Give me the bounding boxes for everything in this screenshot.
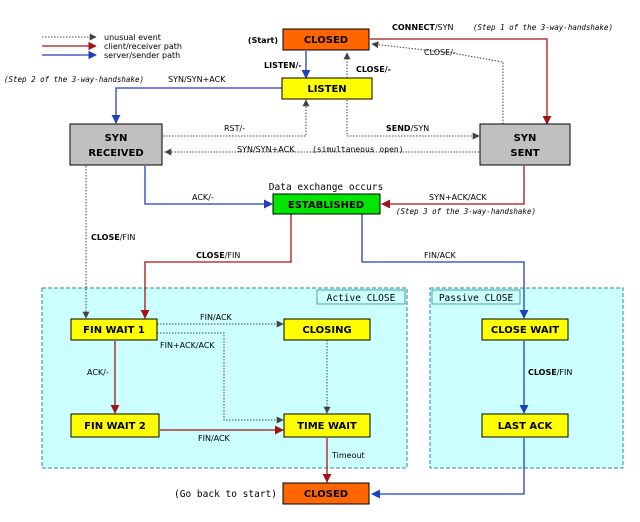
state-closing: CLOSING xyxy=(283,318,371,341)
note-step2: (Step 2 of the 3-way-handshake) xyxy=(4,75,144,84)
legend-client: client/receiver path xyxy=(104,42,182,51)
label-syn-synack-sim: SYN/SYN+ACK xyxy=(237,145,295,154)
svg-text:TIME WAIT: TIME WAIT xyxy=(297,421,357,432)
note-simultaneous: (simultaneous open) xyxy=(312,145,404,154)
passive-close-label: Passive CLOSE xyxy=(439,293,514,304)
state-syn-sent: SYN SENT xyxy=(479,123,571,166)
svg-text:FIN WAIT 2: FIN WAIT 2 xyxy=(84,421,146,432)
state-syn-received: SYN RECEIVED xyxy=(69,123,163,166)
state-time-wait: TIME WAIT xyxy=(283,413,371,438)
arrow-synsent-closed xyxy=(371,41,504,124)
svg-text:SYN: SYN xyxy=(105,133,128,144)
svg-text:SYN: SYN xyxy=(514,133,537,144)
label-ack-dash: ACK/- xyxy=(192,193,214,202)
active-close-label: Active CLOSE xyxy=(327,293,396,304)
svg-text:CLOSING: CLOSING xyxy=(302,325,351,336)
arrow-established-finwait1 xyxy=(140,214,292,319)
svg-text:CLOSE WAIT: CLOSE WAIT xyxy=(491,325,559,336)
state-listen: LISTEN xyxy=(281,77,373,100)
arrow-finwait1-timewait xyxy=(157,332,284,424)
note-start: (Start) xyxy=(248,36,278,45)
state-closed-bottom: CLOSED xyxy=(282,482,370,505)
svg-text:FIN WAIT 1: FIN WAIT 1 xyxy=(83,325,145,336)
label-send-syn: SEND/SYN xyxy=(386,124,429,133)
label-listen: LISTEN/- xyxy=(264,61,302,70)
svg-text:LAST ACK: LAST ACK xyxy=(498,421,554,432)
label-synack-ack: SYN+ACK/ACK xyxy=(429,193,487,202)
state-closed-top: CLOSED xyxy=(282,28,370,51)
note-data-exchange: Data exchange occurs xyxy=(269,182,383,193)
passive-close-region: Passive CLOSE xyxy=(429,287,624,469)
legend-unusual: unusual event xyxy=(104,33,161,42)
svg-text:CLOSED: CLOSED xyxy=(304,489,348,500)
label-ack-dash-fw: ACK/- xyxy=(87,368,109,377)
note-step1: (Step 1 of the 3-way-handshake) xyxy=(473,23,613,32)
label-close-fin-right: CLOSE/FIN xyxy=(528,368,572,377)
note-step3: (Step 3 of the 3-way-handshake) xyxy=(396,207,536,216)
svg-text:RECEIVED: RECEIVED xyxy=(88,148,143,159)
legend: unusual event client/receiver path serve… xyxy=(42,33,182,60)
arrow-listen-synrcvd xyxy=(111,87,282,124)
svg-text:CLOSED: CLOSED xyxy=(304,35,348,46)
label-syn-synack: SYN/SYN+ACK xyxy=(168,75,226,84)
state-last-ack: LAST ACK xyxy=(481,413,569,438)
arrow-synrcvd-established xyxy=(144,166,273,209)
svg-text:LISTEN: LISTEN xyxy=(307,84,346,95)
note-go-back: (Go back to start) xyxy=(174,489,277,500)
arrow-synsent-established xyxy=(381,166,525,209)
svg-text:SENT: SENT xyxy=(510,148,539,159)
label-close-fin-left: CLOSE/FIN xyxy=(91,233,135,242)
label-close-top-right: CLOSE/- xyxy=(424,48,456,57)
arrow-closed-synsent xyxy=(370,38,552,125)
state-close-wait: CLOSE WAIT xyxy=(481,318,569,341)
label-close-fin-mid: CLOSE/FIN xyxy=(196,251,240,260)
svg-text:ESTABLISHED: ESTABLISHED xyxy=(288,200,364,211)
label-fin-ack-closing: FIN/ACK xyxy=(200,313,233,322)
state-fin-wait-2: FIN WAIT 2 xyxy=(70,413,160,438)
label-fin-ack-fw2: FIN/ACK xyxy=(198,434,231,443)
label-close-center: CLOSE/- xyxy=(356,65,391,74)
arrow-established-closewait xyxy=(361,214,529,319)
arrow-listen-synsent xyxy=(346,100,480,140)
label-finack-ack: FIN+ACK/ACK xyxy=(160,341,215,350)
state-fin-wait-1: FIN WAIT 1 xyxy=(70,318,158,341)
legend-server: server/sender path xyxy=(104,51,180,60)
state-established: ESTABLISHED xyxy=(272,193,381,215)
label-rst: RST/- xyxy=(224,124,245,133)
label-connect-syn: CONNECT/SYN xyxy=(392,23,454,32)
label-timeout: Timeout xyxy=(331,451,365,460)
arrow-lastack-closed xyxy=(371,438,525,499)
label-fin-ack-est: FIN/ACK xyxy=(424,251,457,260)
